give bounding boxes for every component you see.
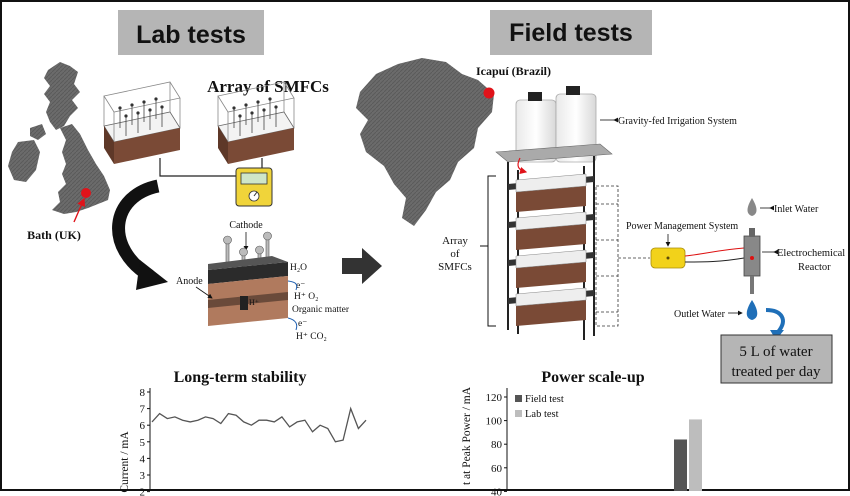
h2o-label: H₂O xyxy=(290,263,307,273)
power-ytick-label: 60 xyxy=(491,463,503,475)
smfc-tank-right xyxy=(217,81,295,164)
bath-marker xyxy=(81,188,91,198)
power-bar-lab xyxy=(689,419,702,491)
power-chart: Power scale-up t at Peak Power / mA 120 1… xyxy=(461,369,702,496)
stability-ytick-label: 4 xyxy=(140,453,146,465)
field-smfc-trays xyxy=(508,173,594,326)
power-chart-title: Power scale-up xyxy=(541,369,644,386)
stability-series-line xyxy=(151,406,367,443)
outlet-drop-icon xyxy=(746,300,758,320)
field-tests-title: Field tests xyxy=(509,19,633,47)
power-ytick-label: 80 xyxy=(491,439,503,451)
h-co2-label: H⁺ CO₂ xyxy=(296,332,327,342)
h-o2-label: H⁺ O₂ xyxy=(294,292,318,302)
stability-ytick-label: 6 xyxy=(140,420,146,432)
electrochemical-reactor-icon xyxy=(743,228,761,294)
legend-lab-label: Lab test xyxy=(525,409,559,420)
outlet-label: Outlet Water xyxy=(674,309,726,320)
legend-field-swatch xyxy=(515,395,522,402)
pms-label: Power Management System xyxy=(626,221,738,232)
smfc-cell: H⁺ xyxy=(208,231,288,326)
curved-arrow-icon xyxy=(112,179,168,290)
array-title: Array of SMFCs xyxy=(207,77,329,96)
reaction-labels: H₂O e⁻ H⁺ O₂ Organic matter e⁻ H⁺ CO₂ xyxy=(290,263,350,342)
stability-ytick-label: 3 xyxy=(140,470,146,482)
organic-matter-label: Organic matter xyxy=(292,305,350,315)
power-bar-field xyxy=(674,439,687,491)
stability-chart-title: Long-term stability xyxy=(174,369,307,386)
lab-to-field-arrow-icon xyxy=(342,248,382,284)
electron-bottom-label: e⁻ xyxy=(298,319,307,329)
reactor-label-line1: Electrochemical xyxy=(777,248,845,259)
reactor-label-line2: Reactor xyxy=(798,262,831,273)
pms-box-icon xyxy=(650,247,686,269)
field-array-label: Array of SMFCs xyxy=(438,235,472,273)
field-array-label-line3: SMFCs xyxy=(438,261,472,273)
electron-top-label: e⁻ xyxy=(296,281,305,291)
icapui-marker xyxy=(483,87,495,99)
power-ytick-label: 120 xyxy=(486,392,503,404)
irrigation-label: Gravity-fed Irrigation System xyxy=(618,116,737,127)
uk-map xyxy=(8,62,110,223)
power-chart-ylabel: t at Peak Power / mA xyxy=(461,386,473,485)
field-array-label-line1: Array xyxy=(442,235,468,247)
legend-field-label: Field test xyxy=(525,394,564,405)
stability-chart-ylabel: Current / mA xyxy=(119,431,131,493)
dashed-connectors xyxy=(595,185,650,327)
brazil-map xyxy=(356,58,495,226)
cathode-label: Cathode xyxy=(229,220,263,231)
multimeter-icon xyxy=(235,167,273,207)
power-ytick-label: 100 xyxy=(486,416,503,428)
stability-ytick-label: 8 xyxy=(140,387,146,399)
h-plus-label: H⁺ xyxy=(249,298,259,307)
result-line1: 5 L of water xyxy=(739,344,812,360)
lab-tests-title: Lab tests xyxy=(136,21,246,49)
smfc-tank-left xyxy=(103,81,181,164)
lab-tests-header: Lab tests xyxy=(118,10,264,55)
stability-ytick-label: 7 xyxy=(140,404,146,416)
inlet-label: Inlet Water xyxy=(774,204,819,215)
anode-label: Anode xyxy=(176,276,203,287)
legend-lab-swatch xyxy=(515,410,522,417)
power-legend: Field test Lab test xyxy=(515,394,564,420)
field-tests-header: Field tests xyxy=(490,10,652,55)
icapui-label: Icapuí (Brazil) xyxy=(476,64,551,78)
stability-ytick-label: 2 xyxy=(140,487,146,496)
bath-label: Bath (UK) xyxy=(27,228,81,242)
field-array-label-line2: of xyxy=(450,248,460,260)
result-box: 5 L of water treated per day xyxy=(720,334,833,384)
inlet-drop-icon xyxy=(747,198,757,216)
stability-chart: Long-term stability Current / mA 8 7 6 5 4 3 2 xyxy=(119,369,367,496)
stability-ytick-label: 5 xyxy=(140,437,146,449)
result-line2: treated per day xyxy=(731,364,821,380)
power-ytick-label: 40 xyxy=(491,486,503,496)
